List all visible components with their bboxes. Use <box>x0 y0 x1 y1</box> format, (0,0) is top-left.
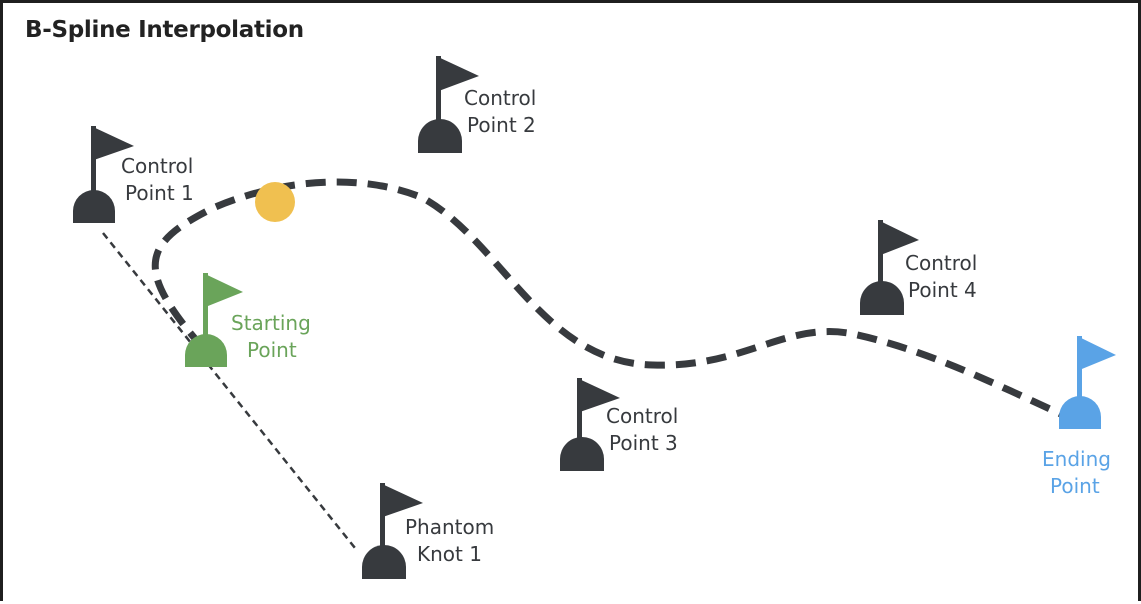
control-point-4-line2: Point 4 <box>908 278 977 302</box>
diagram-title: B-Spline Interpolation <box>25 17 304 43</box>
control-point-1-line2: Point 1 <box>125 181 194 205</box>
starting-point-line2: Point <box>247 338 297 362</box>
current-position-marker <box>255 182 295 222</box>
control-point-2-line1: Control <box>464 86 536 110</box>
spline-diagram: Control Point 1 Control Point 2 Control … <box>73 56 1117 579</box>
control-point-4-flag-icon <box>860 220 919 315</box>
control-point-1-flag-icon <box>73 126 134 223</box>
control-point-1-label: Control Point 1 <box>121 154 200 205</box>
control-point-2-line2: Point 2 <box>467 113 536 137</box>
control-point-3-label: Control Point 3 <box>606 404 685 455</box>
ending-point-label: Ending Point <box>1042 447 1117 498</box>
phantom-knot-1-line2: Knot 1 <box>417 542 482 566</box>
ending-point-line2: Point <box>1050 474 1100 498</box>
control-point-4-line1: Control <box>905 251 977 275</box>
starting-point-line1: Starting <box>231 311 311 335</box>
control-point-1-line1: Control <box>121 154 193 178</box>
phantom-knot-1-label: Phantom Knot 1 <box>405 515 501 566</box>
spline-curve <box>151 178 1065 419</box>
phantom-guide-line <box>102 232 356 549</box>
starting-point-label: Starting Point <box>231 311 317 362</box>
control-point-4-label: Control Point 4 <box>905 251 984 302</box>
control-point-2-flag-icon <box>418 56 479 153</box>
control-point-3-line1: Control <box>606 404 678 428</box>
phantom-knot-1-flag-icon <box>362 483 423 579</box>
control-point-2-label: Control Point 2 <box>464 86 543 137</box>
ending-point-line1: Ending <box>1042 447 1111 471</box>
starting-point-flag-icon <box>185 273 243 367</box>
phantom-knot-1-line1: Phantom <box>405 515 494 539</box>
control-point-3-line2: Point 3 <box>609 431 678 455</box>
control-point-3-flag-icon <box>560 378 620 471</box>
ending-point-flag-icon <box>1059 336 1116 429</box>
